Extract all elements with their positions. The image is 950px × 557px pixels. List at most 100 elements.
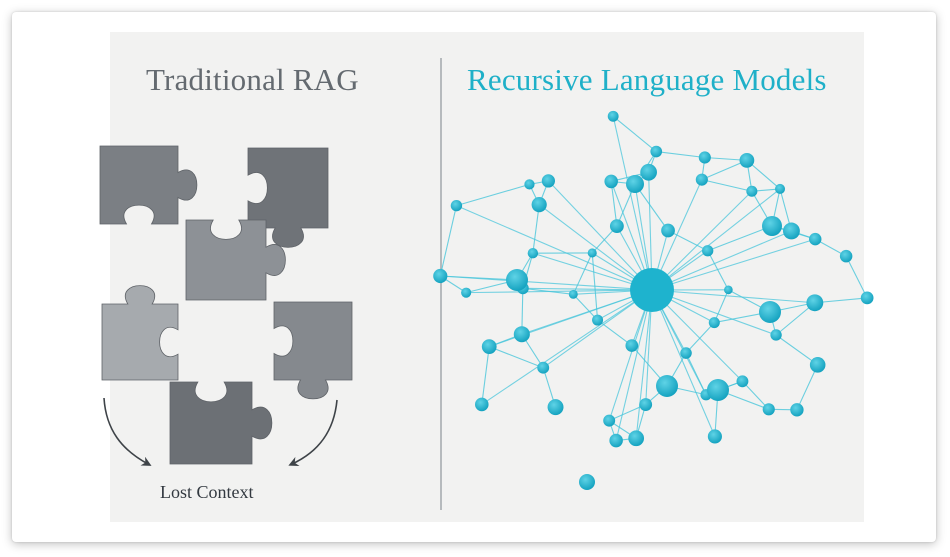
network-node — [625, 339, 639, 352]
network-edge — [547, 180, 653, 291]
network-node — [592, 314, 604, 326]
network-edge — [701, 159, 748, 181]
network-node — [527, 247, 539, 259]
network-edge — [707, 250, 729, 291]
network-node — [628, 430, 645, 447]
network-node — [524, 179, 535, 190]
network-edge — [481, 346, 490, 405]
network-node — [759, 301, 781, 323]
puzzle-piece-icon — [273, 301, 353, 400]
network-node — [541, 174, 556, 188]
network-node — [537, 361, 550, 374]
network-node — [568, 289, 578, 299]
puzzle-piece-icon — [101, 285, 179, 381]
recursive-language-models-title: Recursive Language Models — [467, 62, 827, 97]
network-node — [579, 474, 595, 490]
network-edge — [608, 404, 646, 422]
network-edge — [591, 252, 599, 321]
network-edge — [489, 346, 544, 369]
network-edge — [489, 289, 653, 348]
network-graph-icon — [433, 110, 874, 490]
network-node — [433, 268, 448, 284]
network-node — [809, 232, 822, 246]
network-node — [695, 173, 708, 186]
network-edge — [845, 255, 868, 299]
network-edge — [707, 225, 773, 252]
network-edge — [522, 287, 574, 295]
network-node — [839, 249, 853, 263]
puzzle-piece-icon — [99, 145, 198, 225]
network-node — [650, 145, 663, 158]
network-edge — [651, 188, 781, 291]
puzzle-pieces — [99, 145, 353, 465]
network-node — [603, 414, 616, 427]
network-node — [513, 326, 530, 343]
network-edge — [775, 334, 818, 366]
network-node — [661, 223, 675, 238]
network-nodes — [433, 110, 874, 490]
curved-arrow-right-icon — [288, 399, 338, 467]
network-node — [707, 429, 722, 444]
network-edge — [440, 275, 518, 281]
network-edge — [612, 116, 653, 291]
network-node — [782, 222, 800, 240]
network-edge — [796, 364, 819, 411]
network-edge — [597, 319, 633, 346]
center-divider — [440, 58, 442, 510]
curved-arrow-left-icon — [103, 397, 152, 466]
network-hub-node — [630, 268, 674, 312]
network-node — [708, 317, 720, 329]
network-edge — [814, 297, 868, 304]
network-edge — [651, 289, 716, 437]
network-node — [770, 329, 782, 341]
network-node — [607, 110, 619, 122]
network-edge — [701, 179, 752, 192]
network-edge — [572, 293, 598, 321]
network-node — [604, 174, 618, 189]
network-edge — [667, 230, 708, 252]
network-edge — [538, 204, 653, 291]
network-node — [609, 219, 624, 234]
network-edge — [481, 289, 653, 405]
puzzle-piece-icon — [169, 381, 273, 465]
network-node — [739, 153, 755, 168]
diagram-canvas — [99, 110, 874, 490]
network-node — [461, 287, 472, 298]
network-node — [587, 248, 597, 258]
network-node — [640, 163, 657, 181]
network-edge — [615, 289, 653, 441]
network-edge — [572, 252, 593, 295]
network-edge — [608, 289, 653, 421]
network-node — [609, 433, 623, 448]
network-node — [775, 183, 786, 194]
network-node — [475, 397, 489, 412]
network-node — [736, 375, 749, 388]
network-node — [860, 291, 874, 305]
network-edge — [610, 181, 618, 227]
network-edge — [612, 115, 657, 152]
network-node — [762, 216, 782, 236]
network-node — [724, 285, 733, 295]
network-node — [656, 375, 678, 397]
network-node — [762, 403, 775, 416]
network-node — [506, 269, 528, 291]
network-node — [809, 357, 826, 373]
network-node — [790, 403, 804, 417]
network-node — [707, 379, 729, 401]
lost-context-label: Lost Context — [160, 482, 254, 502]
network-node — [547, 399, 564, 416]
network-edge — [651, 190, 753, 291]
network-edge — [651, 238, 816, 291]
network-edge — [635, 289, 653, 439]
network-edge — [651, 230, 792, 291]
network-node — [531, 197, 547, 213]
traditional-rag-title: Traditional RAG — [146, 62, 359, 97]
network-node — [806, 294, 824, 312]
network-node — [746, 185, 758, 197]
puzzle-piece-icon — [185, 219, 286, 301]
network-edge — [466, 289, 653, 294]
network-node — [626, 175, 644, 193]
network-edge — [456, 205, 653, 291]
network-edge — [532, 204, 540, 254]
network-edge — [651, 289, 815, 304]
